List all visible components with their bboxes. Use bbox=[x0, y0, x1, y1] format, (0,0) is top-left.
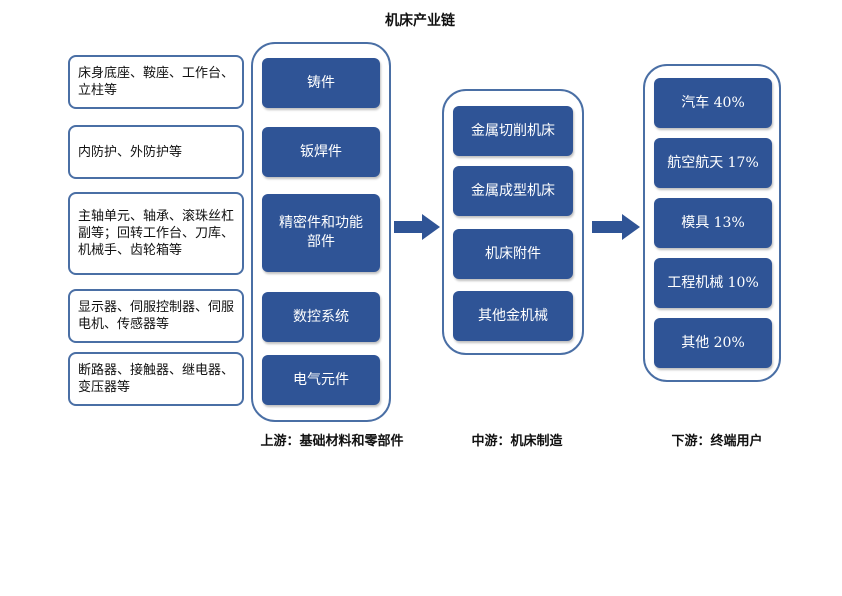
desc-text: 显示器、伺服控制器、伺服电机、传感器等 bbox=[78, 300, 235, 332]
desc-text: 床身底座、鞍座、工作台、立柱等 bbox=[78, 66, 235, 98]
downstream-box-3: 模具 13% bbox=[654, 198, 772, 248]
upstream-desc-1: 床身底座、鞍座、工作台、立柱等 bbox=[68, 55, 244, 109]
midstream-box-1: 金属切削机床 bbox=[453, 106, 573, 156]
upstream-desc-5: 断路器、接触器、继电器、变压器等 bbox=[68, 352, 244, 406]
midstream-box-4: 其他金机械 bbox=[453, 291, 573, 341]
upstream-box-1: 铸件 bbox=[262, 58, 380, 108]
desc-text: 主轴单元、轴承、滚珠丝杠副等；回转工作台、刀库、机械手、齿轮箱等 bbox=[78, 209, 235, 258]
upstream-box-4: 数控系统 bbox=[262, 292, 380, 342]
box-label: 精密件和功能部件 bbox=[279, 215, 363, 250]
desc-text: 内防护、外防护等 bbox=[78, 144, 183, 160]
upstream-caption: 上游：基础材料和零部件 bbox=[260, 434, 404, 449]
diagram-title: 机床产业链 bbox=[385, 13, 455, 29]
midstream-box-2: 金属成型机床 bbox=[453, 166, 573, 216]
midstream-box-3: 机床附件 bbox=[453, 229, 573, 279]
arrow-right-icon bbox=[394, 214, 440, 240]
downstream-box-5: 其他 20% bbox=[654, 318, 772, 368]
upstream-box-3: 精密件和功能部件 bbox=[262, 194, 380, 272]
desc-text: 断路器、接触器、继电器、变压器等 bbox=[78, 363, 235, 395]
midstream-caption: 中游：机床制造 bbox=[471, 434, 563, 449]
upstream-desc-4: 显示器、伺服控制器、伺服电机、传感器等 bbox=[68, 289, 244, 343]
downstream-caption: 下游：终端用户 bbox=[671, 434, 763, 449]
upstream-desc-3: 主轴单元、轴承、滚珠丝杠副等；回转工作台、刀库、机械手、齿轮箱等 bbox=[68, 192, 244, 275]
arrow-right-icon bbox=[592, 214, 640, 240]
upstream-box-5: 电气元件 bbox=[262, 355, 380, 405]
downstream-box-2: 航空航天 17% bbox=[654, 138, 772, 188]
downstream-box-1: 汽车 40% bbox=[654, 78, 772, 128]
upstream-desc-2: 内防护、外防护等 bbox=[68, 125, 244, 179]
upstream-box-2: 钣焊件 bbox=[262, 127, 380, 177]
downstream-box-4: 工程机械 10% bbox=[654, 258, 772, 308]
